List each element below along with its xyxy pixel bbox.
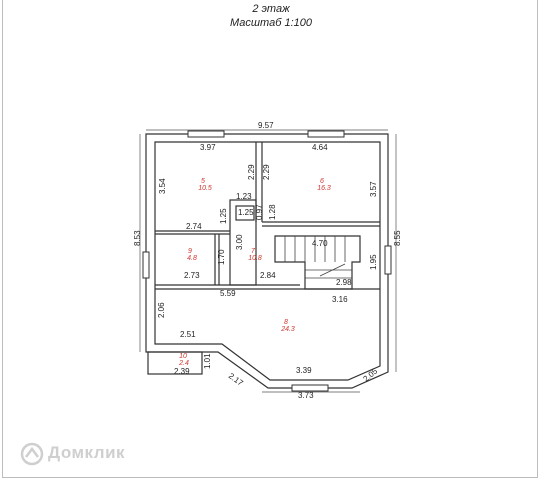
scale-label: Масштаб 1:100 — [230, 17, 312, 29]
dim-wall-e: 1.28 — [268, 204, 277, 220]
dim-right-height: 8.55 — [393, 230, 402, 246]
dim-room5-width: 3.97 — [200, 143, 216, 152]
dim-hall-height: 3.00 — [235, 234, 244, 250]
dim-stair-width: 4.70 — [312, 239, 328, 248]
room-6-number: 6 — [320, 178, 324, 185]
dim-room8-bottom: 3.39 — [296, 366, 312, 375]
room-5-number: 5 — [201, 178, 205, 185]
stair-steps — [284, 236, 352, 279]
plan-title: 2 этаж Масштаб 1:100 — [0, 2, 542, 30]
room-labels: 5 10.5 6 16.3 9 4.8 7 10.8 8 24.3 10 2.4 — [178, 178, 331, 367]
dim-wall-c: 1.25 — [219, 208, 228, 224]
dim-wall-a: 2.29 — [247, 164, 256, 180]
room-8-area: 24.3 — [280, 326, 295, 333]
dim-stair-bottom: 2.98 — [336, 278, 352, 287]
dim-balcony-height: 1.01 — [203, 353, 212, 369]
bathroom-inner — [235, 205, 255, 221]
dim-bay-left: 2.17 — [227, 371, 245, 388]
dim-room9-height: 1.70 — [217, 249, 226, 265]
dim-bath-width: 1.23 — [236, 192, 252, 201]
dim-balcony-bottom: 2.39 — [174, 367, 190, 376]
dim-room7-width: 2.84 — [260, 271, 276, 280]
watermark-text: Домклик — [48, 443, 126, 462]
walls — [145, 133, 389, 389]
dim-balcony-width: 2.51 — [180, 330, 196, 339]
dim-left-height: 8.53 — [133, 230, 142, 246]
dim-overall-top: 9.57 — [258, 121, 274, 130]
dim-wall-b: 2.29 — [262, 164, 271, 180]
room-8-number: 8 — [284, 319, 288, 326]
window-4 — [384, 245, 392, 275]
window-2 — [307, 130, 345, 138]
room-9-number: 9 — [188, 248, 192, 255]
dim-room8-right: 3.16 — [332, 295, 348, 304]
dim-wall-d: 0.97 — [255, 204, 264, 220]
domclick-logo-icon — [20, 442, 44, 466]
dim-room8-left-height: 2.06 — [157, 302, 166, 318]
windows — [142, 130, 392, 392]
room-7-number: 7 — [251, 248, 256, 255]
dimension-lines — [139, 129, 397, 393]
room-5-area: 10.5 — [198, 185, 212, 192]
dim-bay-right: 2.05 — [362, 366, 380, 383]
dim-stair-height: 1.95 — [369, 254, 378, 270]
dim-overall-bottom: 3.73 — [298, 391, 314, 400]
window-3 — [142, 251, 150, 279]
dim-room5-height: 3.54 — [158, 178, 167, 194]
dim-room5-bottom: 2.74 — [186, 222, 202, 231]
dim-room6-height: 3.57 — [369, 181, 378, 197]
window-1 — [187, 130, 225, 138]
floor-label: 2 этаж — [252, 3, 290, 15]
room-7-area: 10.8 — [248, 255, 262, 262]
balcony — [147, 351, 203, 375]
window-5 — [291, 384, 329, 392]
outer-wall-inner — [154, 141, 381, 381]
dim-room9-width: 2.73 — [184, 271, 200, 280]
room-10-number: 10 — [179, 353, 187, 360]
dim-room6-width: 4.64 — [312, 143, 328, 152]
dim-corridor: 5.59 — [220, 289, 236, 298]
watermark: Домклик — [20, 442, 180, 466]
room-6-area: 16.3 — [317, 185, 331, 192]
room-9-area: 4.8 — [187, 255, 197, 262]
dim-bath-small: 1.25 — [238, 208, 254, 217]
room-10-area: 2.4 — [178, 360, 189, 367]
